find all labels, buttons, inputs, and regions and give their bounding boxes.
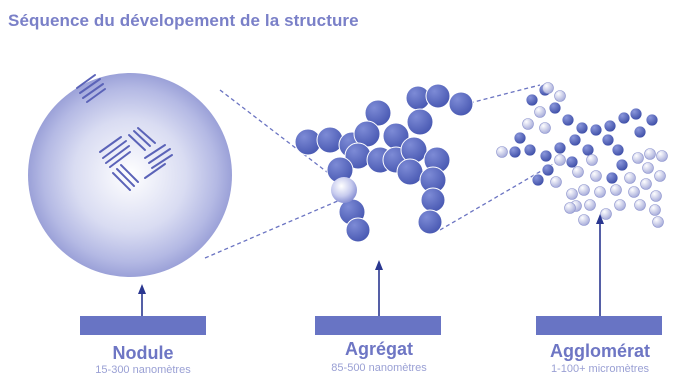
stage-name-agglomerate: Agglomérat (549, 341, 650, 361)
agglomerate-light-beads (496, 82, 668, 228)
stage-name-aggregate: Agrégat (344, 339, 413, 359)
stage-size-agglomerate: 1-100+ micromètres (550, 363, 650, 375)
lamella-cross (99, 127, 173, 191)
diagram-title: Séquence du dévelopement de la structure (8, 11, 359, 30)
connector-lines-nodule (204, 89, 341, 259)
stage-name-nodule: Nodule (112, 343, 174, 363)
nodule-sphere (28, 73, 232, 277)
aggregate-cluster (294, 83, 474, 243)
stage-size-aggregate: 85-500 nanomètres (331, 362, 427, 374)
highlighted-nodule (331, 177, 357, 203)
lamella-small (76, 74, 106, 103)
arrows (138, 214, 604, 316)
label-bars (80, 316, 662, 335)
stage-size-nodule: 15-300 nanomètres (95, 364, 191, 376)
agglomerate-dark-beads (508, 83, 659, 187)
connector-lines-aggregate (439, 84, 561, 231)
